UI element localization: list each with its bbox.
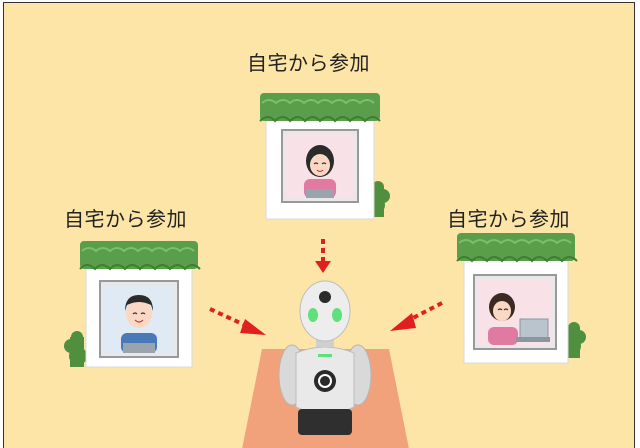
- top-house-label: 自宅から参加: [247, 51, 370, 75]
- man-avatar: [121, 295, 157, 353]
- arrow-left-to-robot: [209, 307, 266, 335]
- top-house-roof: [259, 93, 381, 123]
- robot-left-eye: [308, 308, 318, 322]
- robot-right-eye: [332, 308, 342, 322]
- robot-chest-emblem: [314, 370, 336, 392]
- robot-head: [299, 280, 351, 342]
- girl-avatar: [488, 293, 550, 345]
- robot-camera: [319, 291, 331, 303]
- robot-base: [298, 409, 352, 435]
- left-house: [64, 241, 201, 368]
- right-house-bush: [563, 322, 586, 358]
- arrow-right-to-robot: [390, 301, 443, 331]
- left-house-bush: [64, 331, 87, 367]
- right-house: [456, 233, 586, 364]
- left-house-label: 自宅から参加: [64, 207, 187, 231]
- diagram-frame: 自宅から参加 自宅から参加 自宅から参加: [3, 2, 635, 448]
- right-house-roof: [456, 233, 578, 263]
- right-house-label: 自宅から参加: [447, 207, 570, 231]
- scene-illustration: [64, 93, 586, 448]
- robot: [278, 280, 372, 435]
- left-house-roof: [79, 241, 201, 271]
- woman-avatar: [304, 145, 336, 198]
- top-house: [259, 93, 390, 220]
- arrow-top-to-robot: [315, 239, 331, 273]
